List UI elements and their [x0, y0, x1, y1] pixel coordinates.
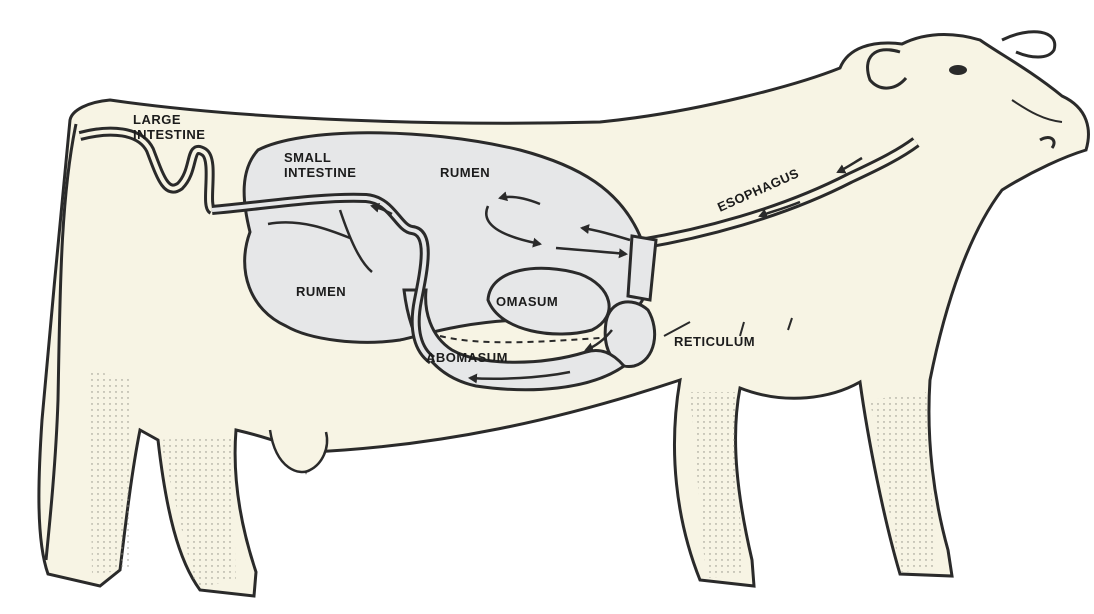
cow-ear	[868, 50, 906, 88]
leg-shading-hind	[90, 370, 132, 574]
cow-eye	[949, 65, 967, 75]
cow-horn	[1002, 32, 1055, 57]
label-omasum: OMASUM	[496, 294, 558, 309]
label-large-intestine-1: LARGE	[133, 112, 181, 127]
label-abomasum: ABOMASUM	[426, 350, 508, 365]
label-small-intestine-1: SMALL	[284, 150, 331, 165]
esophagus-junction	[628, 236, 656, 300]
label-reticulum: RETICULUM	[674, 334, 755, 349]
label-rumen-left: RUMEN	[296, 284, 346, 299]
label-large-intestine-2: INTESTINE	[133, 127, 205, 142]
label-rumen-top: RUMEN	[440, 165, 490, 180]
label-small-intestine-2: INTESTINE	[284, 165, 356, 180]
cow-udder	[270, 430, 327, 472]
